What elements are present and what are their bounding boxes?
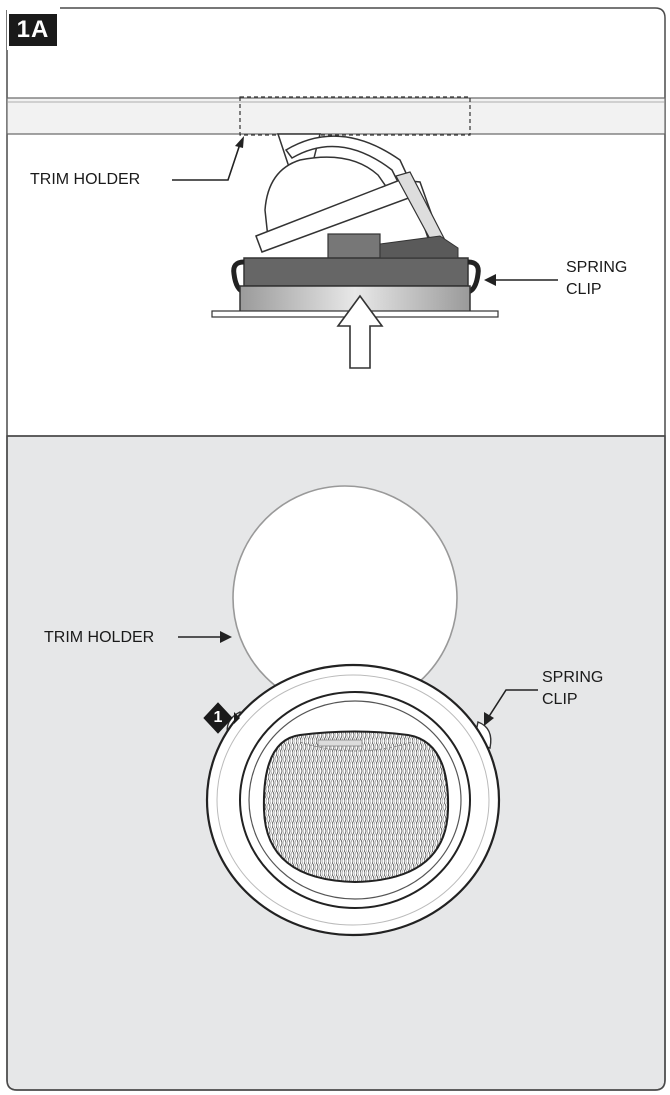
spring-clip-label-bottom-line1: SPRING	[542, 669, 604, 686]
step-marker-1	[203, 702, 240, 734]
spring-clip-label-top-line1: SPRING	[566, 259, 628, 276]
push-up-arrow	[336, 294, 384, 369]
ceiling-band	[6, 97, 666, 135]
spring-clip-label-top-line2: CLIP	[566, 281, 602, 298]
trim-holder-outline	[239, 96, 471, 136]
spring-clip-leader-bottom	[487, 689, 538, 719]
trim-holder-leader-top	[172, 143, 241, 181]
step-badge-label: 1A	[16, 16, 50, 43]
outer-frame	[6, 7, 666, 1091]
lens-baffle	[262, 730, 450, 884]
fixture-side-view	[211, 133, 499, 318]
spring-clip-label-bottom-line2: CLIP	[542, 691, 578, 708]
trim-holder-label-top: TRIM HOLDER	[30, 171, 141, 188]
step-marker-number: 1	[213, 709, 223, 726]
trim-holder-label-bottom: TRIM HOLDER	[44, 629, 155, 646]
